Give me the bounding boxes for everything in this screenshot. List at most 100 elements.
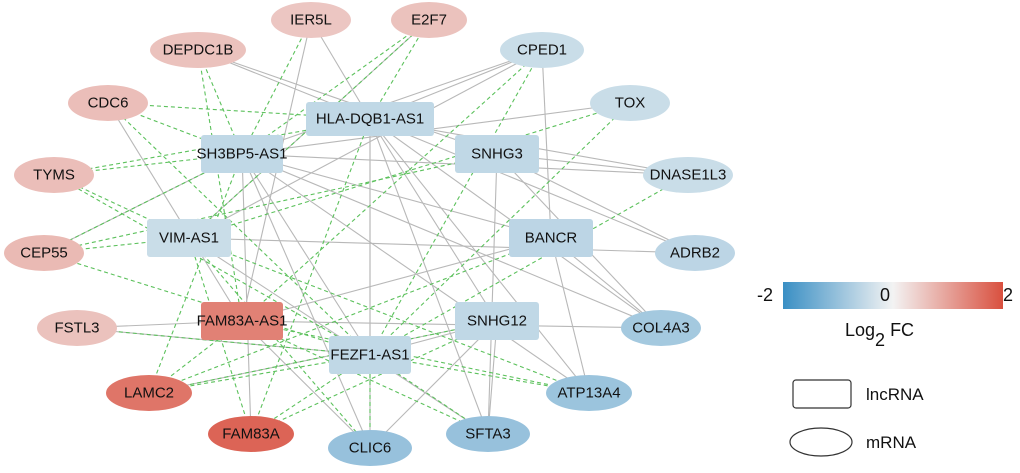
color-scale-bar (783, 282, 1003, 309)
dashed-edge-fstl3-fezf1-as1 (76, 327, 371, 356)
lncrna-node-label: VIM-AS1 (159, 230, 219, 247)
mrna-node-label: IER5L (290, 12, 332, 29)
lncrna-node-vim-as1[interactable]: VIM-AS1 (147, 219, 231, 257)
mrna-node-tox[interactable]: TOX (590, 85, 670, 121)
mrna-node-shape (328, 430, 412, 466)
mrna-node-shape (446, 416, 530, 452)
scale-min-label: -2 (757, 285, 773, 305)
mrna-node-atp13a4[interactable]: ATP13A4 (546, 375, 632, 411)
lncrna-node-shape (306, 102, 434, 136)
dashed-edge-atp13a4-vim-as1 (188, 237, 590, 394)
mrna-node-shape (14, 157, 94, 193)
scale-title-sub: 2 (875, 330, 885, 350)
mrna-node-shape (106, 375, 192, 411)
mrna-node-adrb2[interactable]: ADRB2 (655, 235, 735, 271)
lncrna-node-fam83a-as1[interactable]: FAM83A-AS1 (197, 302, 288, 340)
solid-edge-cped1-vim-as1 (188, 49, 543, 239)
mrna-node-tyms[interactable]: TYMS (14, 157, 94, 193)
lncrna-node-shape (147, 219, 231, 257)
mrna-node-col4a3[interactable]: COL4A3 (621, 310, 701, 346)
mrna-node-label: FAM83A (222, 426, 280, 443)
dashed-edge-dnase1l3-fezf1-as1 (369, 174, 689, 356)
lncrna-node-label: HLA-DQB1-AS1 (316, 111, 424, 128)
lncrna-node-label: SNHG3 (471, 146, 523, 163)
mrna-node-shape (546, 375, 632, 411)
mrna-node-e2f7[interactable]: E2F7 (391, 2, 467, 38)
mrna-node-cdc6[interactable]: CDC6 (68, 85, 148, 121)
mrna-node-label: ADRB2 (670, 245, 720, 262)
scale-title-tail: FC (885, 320, 914, 340)
dashed-edge-e2f7-hla-dqb1-as1 (369, 19, 430, 120)
solid-edge-snhg12-hla-dqb1-as1 (369, 118, 498, 322)
solid-edge-cdc6-fam83a-as1 (107, 102, 243, 322)
mrna-node-shape (655, 235, 735, 271)
solid-edge-cped1-bancr (541, 49, 552, 239)
mrna-node-label: CPED1 (517, 42, 567, 59)
mrna-node-label: TYMS (33, 167, 75, 184)
mrna-node-shape (621, 310, 701, 346)
mrna-node-ier5l[interactable]: IER5L (271, 2, 351, 38)
lncrna-node-shape (455, 135, 539, 173)
dashed-edge-fam83a-vim-as1 (188, 237, 252, 435)
dashed-edge-cped1-fezf1-as1 (369, 49, 543, 356)
scale-title-main: Log (845, 320, 875, 340)
dashed-edge-lamc2-bancr (148, 237, 552, 394)
lncrna-node-hla-dqb1-as1[interactable]: HLA-DQB1-AS1 (306, 102, 434, 136)
dashed-edge-cdc6-fezf1-as1 (107, 102, 371, 356)
dashed-edge-cep55-snhg3 (43, 153, 498, 254)
mrna-node-clic6[interactable]: CLIC6 (328, 430, 412, 466)
solid-edge-col4a3-sh3bp5-as1 (241, 153, 662, 329)
mrna-legend-label: mRNA (866, 433, 917, 452)
mrna-node-label: E2F7 (411, 12, 447, 29)
dashed-edge-fam83a-snhg12 (250, 320, 498, 435)
lncrna-node-sh3bp5-as1[interactable]: SH3BP5-AS1 (197, 135, 288, 173)
solid-edge-clic6-snhg12 (369, 320, 498, 449)
solid-edge-adrb2-vim-as1 (188, 237, 696, 254)
mrna-node-sfta3[interactable]: SFTA3 (446, 416, 530, 452)
mrna-node-fam83a[interactable]: FAM83A (208, 416, 294, 452)
mrna-node-label: DEPDC1B (163, 42, 234, 59)
mrna-node-label: TOX (615, 95, 646, 112)
solid-edge-sfta3-hla-dqb1-as1 (369, 118, 489, 435)
lncrna-node-label: BANCR (525, 230, 578, 247)
solid-edge-sfta3-snhg3 (487, 153, 498, 435)
mrna-node-label: SFTA3 (465, 426, 511, 443)
legend: -2 0 2 Log2 FC lncRNA mRNA (757, 282, 1013, 457)
mrna-node-fstl3[interactable]: FSTL3 (37, 310, 117, 346)
dashed-edge-lamc2-sh3bp5-as1 (148, 153, 243, 394)
mrna-node-lamc2[interactable]: LAMC2 (106, 375, 192, 411)
solid-edge-adrb2-hla-dqb1-as1 (369, 118, 696, 254)
mrna-node-shape (643, 157, 733, 193)
dashed-edge-fam83a-hla-dqb1-as1 (250, 118, 371, 435)
mrna-node-shape (4, 235, 84, 271)
dashed-edge-depdc1b-fam83a-as1 (197, 49, 243, 322)
solid-edge-bancr-fam83a-as1 (241, 237, 552, 322)
mrna-node-label: CDC6 (88, 95, 129, 112)
lncrna-node-fezf1-as1[interactable]: FEZF1-AS1 (329, 336, 411, 374)
solid-edge-tox-sh3bp5-as1 (241, 102, 631, 155)
lncrna-node-bancr[interactable]: BANCR (509, 219, 593, 257)
lncrna-node-snhg3[interactable]: SNHG3 (455, 135, 539, 173)
mrna-node-label: DNASE1L3 (650, 167, 727, 184)
solid-edge-fam83a-sh3bp5-as1 (241, 153, 252, 435)
mrna-node-label: ATP13A4 (557, 385, 620, 402)
scale-title: Log2 FC (845, 320, 914, 350)
scale-mid-label: 0 (880, 285, 890, 305)
lncrna-legend-label: lncRNA (866, 385, 924, 404)
lncrna-node-snhg12[interactable]: SNHG12 (455, 302, 539, 340)
mrna-node-shape (391, 2, 467, 38)
solid-edge-clic6-fam83a-as1 (241, 320, 371, 449)
mrna-node-dnase1l3[interactable]: DNASE1L3 (643, 157, 733, 193)
dashed-edge-cped1-fam83a-as1 (241, 49, 543, 322)
lncrna-node-shape (455, 302, 539, 340)
mrna-node-cped1[interactable]: CPED1 (500, 32, 584, 68)
dashed-edge-tyms-fezf1-as1 (53, 174, 371, 356)
scale-max-label: 2 (1003, 285, 1013, 305)
lncrna-node-shape (201, 302, 283, 340)
mrna-node-depdc1b[interactable]: DEPDC1B (150, 32, 246, 68)
mrna-node-shape (37, 310, 117, 346)
dashed-edge-atp13a4-fam83a-as1 (241, 320, 590, 394)
mrna-node-cep55[interactable]: CEP55 (4, 235, 84, 271)
